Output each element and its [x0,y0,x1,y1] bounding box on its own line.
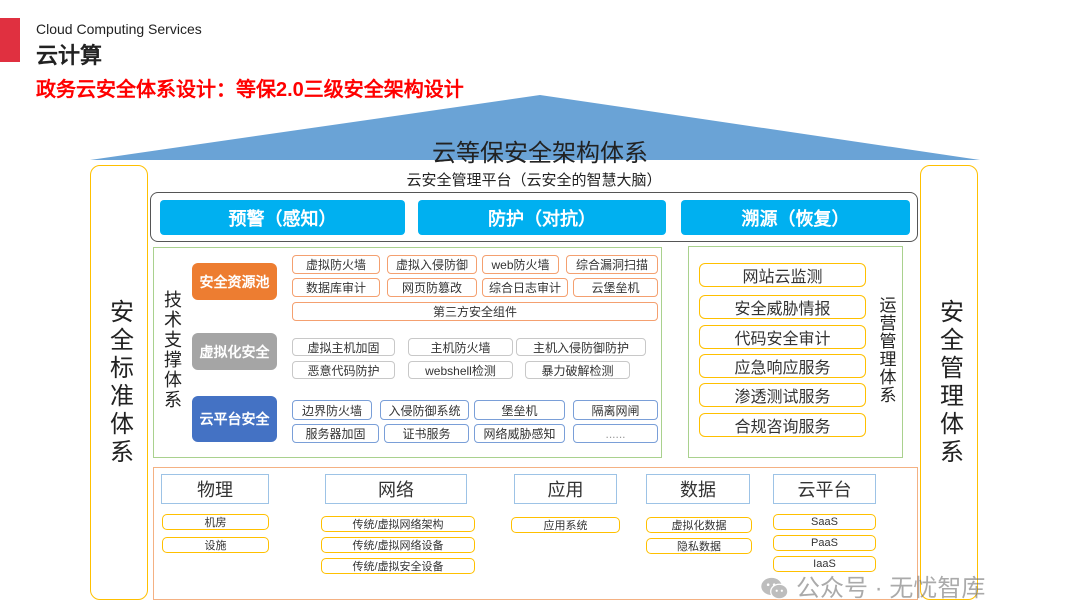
wechat-icon [761,577,789,600]
virtualization-item: 虚拟主机加固 [292,338,395,356]
header-application: 应用 [514,474,617,504]
category-resource-pool: 安全资源池 [192,263,277,300]
cloud-platform-item: 入侵防御系统 [380,400,469,420]
accent-bar [0,18,20,62]
cloud-platform-item: 网络威胁感知 [474,424,565,443]
tech-support-label: 技术支撑体系 [162,290,182,410]
cloud-platform-item: 隔离网闸 [573,400,658,420]
resource-item: 网页防篡改 [387,278,477,297]
resource-item: 数据库审计 [292,278,380,297]
operations-item: 网站云监测 [699,263,866,287]
watermark: 公众号 · 无忧智库 [760,577,985,601]
operations-item: 渗透测试服务 [699,383,866,407]
resource-item: 云堡垒机 [573,278,658,297]
network-item: 传统/虚拟安全设备 [321,558,475,574]
network-item: 传统/虚拟网络设备 [321,537,475,553]
header-physical: 物理 [161,474,269,504]
headline: 政务云安全体系设计：等保2.0三级安全架构设计 [36,79,464,101]
warning-button[interactable]: 预警（感知） [160,200,405,235]
platform-box [150,192,918,242]
cloud-item: IaaS [773,556,876,572]
cloud-platform-item: ...... [573,424,658,443]
resource-item: 虚拟防火墙 [292,255,380,274]
resource-item: 虚拟入侵防御 [387,255,477,274]
header-network: 网络 [325,474,467,504]
header-title: 云计算 [36,43,103,68]
category-virtualization: 虚拟化安全 [192,333,277,370]
cloud-platform-item: 堡垒机 [474,400,565,420]
traceback-button[interactable]: 溯源（恢复） [681,200,910,235]
platform-title: 云安全管理平台（云安全的智慧大脑） [406,172,662,189]
data-item: 隐私数据 [646,538,752,554]
right-pillar: 安全管理体系 [920,165,978,600]
header-subtitle: Cloud Computing Services [36,21,202,37]
roof [90,95,980,160]
operations-item: 合规咨询服务 [699,413,866,437]
virtualization-item: 恶意代码防护 [292,361,395,379]
protection-button[interactable]: 防护（对抗） [418,200,666,235]
header-data: 数据 [646,474,750,504]
category-cloud-platform: 云平台安全 [192,396,277,442]
application-item: 应用系统 [511,517,620,533]
operations-item: 应急响应服务 [699,354,866,378]
header-cloud: 云平台 [773,474,876,504]
resource-item: 综合日志审计 [482,278,568,297]
cloud-item: PaaS [773,535,876,551]
data-item: 虚拟化数据 [646,517,752,533]
physical-item: 设施 [162,537,269,553]
virtualization-item: 暴力破解检测 [525,361,630,379]
tech-support-box [153,247,662,458]
resource-item: 第三方安全组件 [292,302,658,321]
resource-item: 综合漏洞扫描 [566,255,658,274]
roof-title: 云等保安全架构体系 [432,140,648,167]
virtualization-item: 主机入侵防御防护 [516,338,646,356]
virtualization-item: 主机防火墙 [408,338,513,356]
resource-item: web防火墙 [482,255,559,274]
operations-item: 安全威胁情报 [699,295,866,319]
network-item: 传统/虚拟网络架构 [321,516,475,532]
cloud-platform-item: 证书服务 [384,424,469,443]
physical-item: 机房 [162,514,269,530]
left-pillar: 安全标准体系 [90,165,148,600]
cloud-item: SaaS [773,514,876,530]
infrastructure-box [153,467,918,600]
virtualization-item: webshell检测 [408,361,513,379]
operations-box [688,246,903,458]
cloud-platform-item: 服务器加固 [292,424,379,443]
watermark-text: 公众号 · 无忧智库 [796,575,986,602]
cloud-platform-item: 边界防火墙 [292,400,372,420]
operations-label: 运营管理体系 [876,296,896,404]
operations-item: 代码安全审计 [699,325,866,349]
